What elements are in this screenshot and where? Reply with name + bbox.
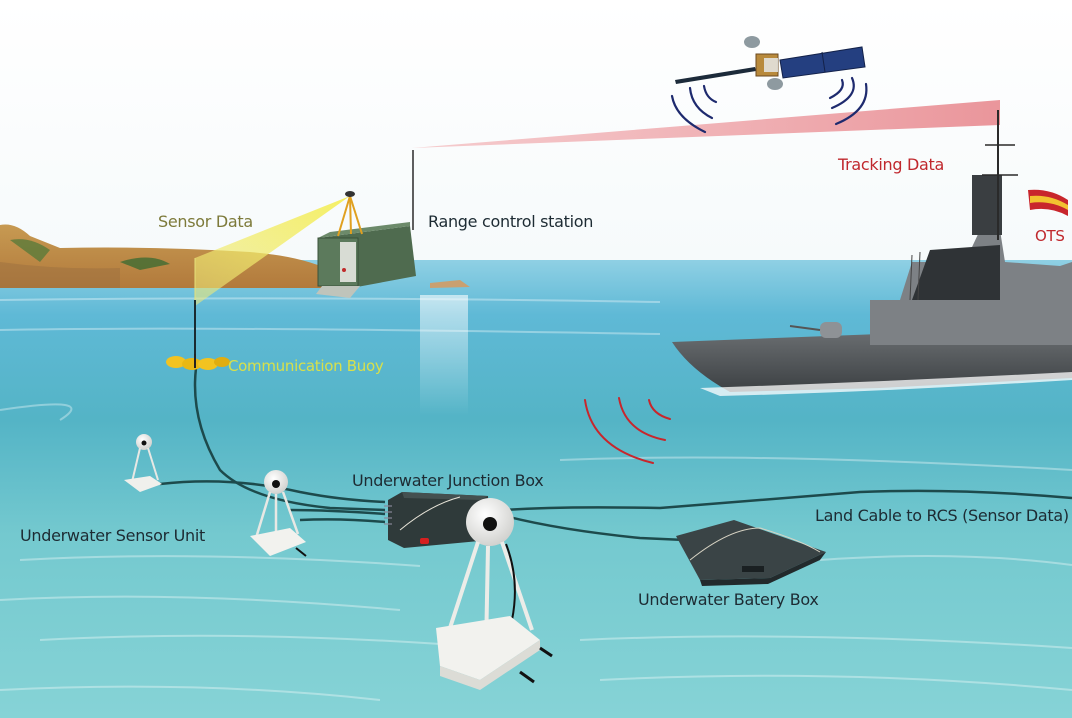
ship-icon — [672, 110, 1072, 396]
hydrophone-tripod-icon — [250, 470, 307, 557]
sensor-data-beam — [195, 196, 350, 306]
hydrophone-tripod-icon — [124, 434, 162, 492]
seabed-cables — [159, 480, 1072, 542]
coastline-cliff — [0, 224, 470, 288]
sensor-data-label: Sensor Data — [158, 212, 253, 231]
sun-glint — [420, 295, 468, 415]
sonar-wave-arcs — [584, 397, 671, 464]
land-cable-label: Land Cable to RCS (Sensor Data) — [815, 506, 1069, 525]
underwater-battery-box-label: Underwater Batery Box — [638, 590, 819, 609]
hydrophone-tripod-icon — [436, 498, 553, 690]
communication-buoy-label: Communication Buoy — [228, 357, 384, 375]
underwater-sensor-unit-label: Underwater Sensor Unit — [20, 526, 206, 545]
satellite-icon — [675, 36, 866, 90]
junction-box-icon — [384, 492, 490, 548]
tracking-data-label: Tracking Data — [838, 155, 944, 174]
satellite-signal-arcs — [670, 76, 868, 134]
range-control-station-label: Range control station — [428, 212, 594, 231]
sky — [0, 0, 1072, 262]
buoy-icon — [166, 354, 230, 370]
container-station-icon — [316, 191, 416, 298]
battery-box-icon — [676, 520, 826, 586]
buoy-seabed-cable — [193, 367, 386, 512]
sea-ripples — [0, 297, 1072, 701]
ots-label: OTS — [1035, 227, 1065, 245]
tracking-data-beam — [412, 100, 1000, 148]
spain-flag-icon — [1028, 189, 1068, 216]
underwater-junction-box-label: Underwater Junction Box — [352, 471, 544, 490]
